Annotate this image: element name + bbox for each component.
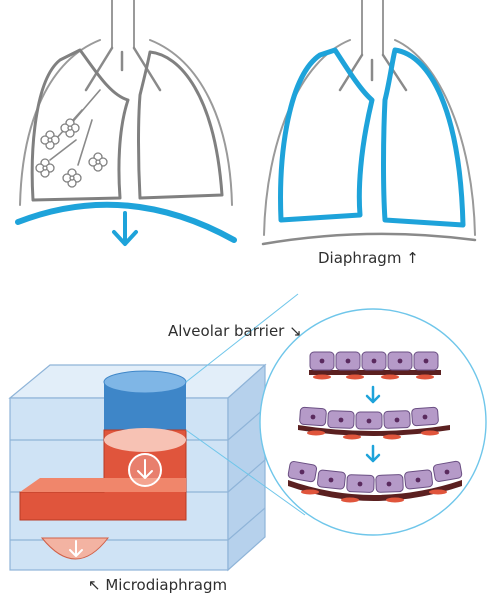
alveolar-barrier-label: Alveolar barrier ↘ [168,322,302,340]
chamber-down-arrow-icon [129,454,161,486]
microdiaphragm-label: ↖ Microdiaphragm [88,576,227,594]
lungs-exhale [264,0,475,235]
diaphragm-raised [263,234,475,244]
medium-well [104,371,186,430]
lungs-inhale [20,0,232,205]
diaphragm-label: Diaphragm ↑ [318,249,419,267]
down-arrow-icon [114,213,136,244]
alveoli [36,119,107,187]
cell-layer-stretched [298,407,450,439]
